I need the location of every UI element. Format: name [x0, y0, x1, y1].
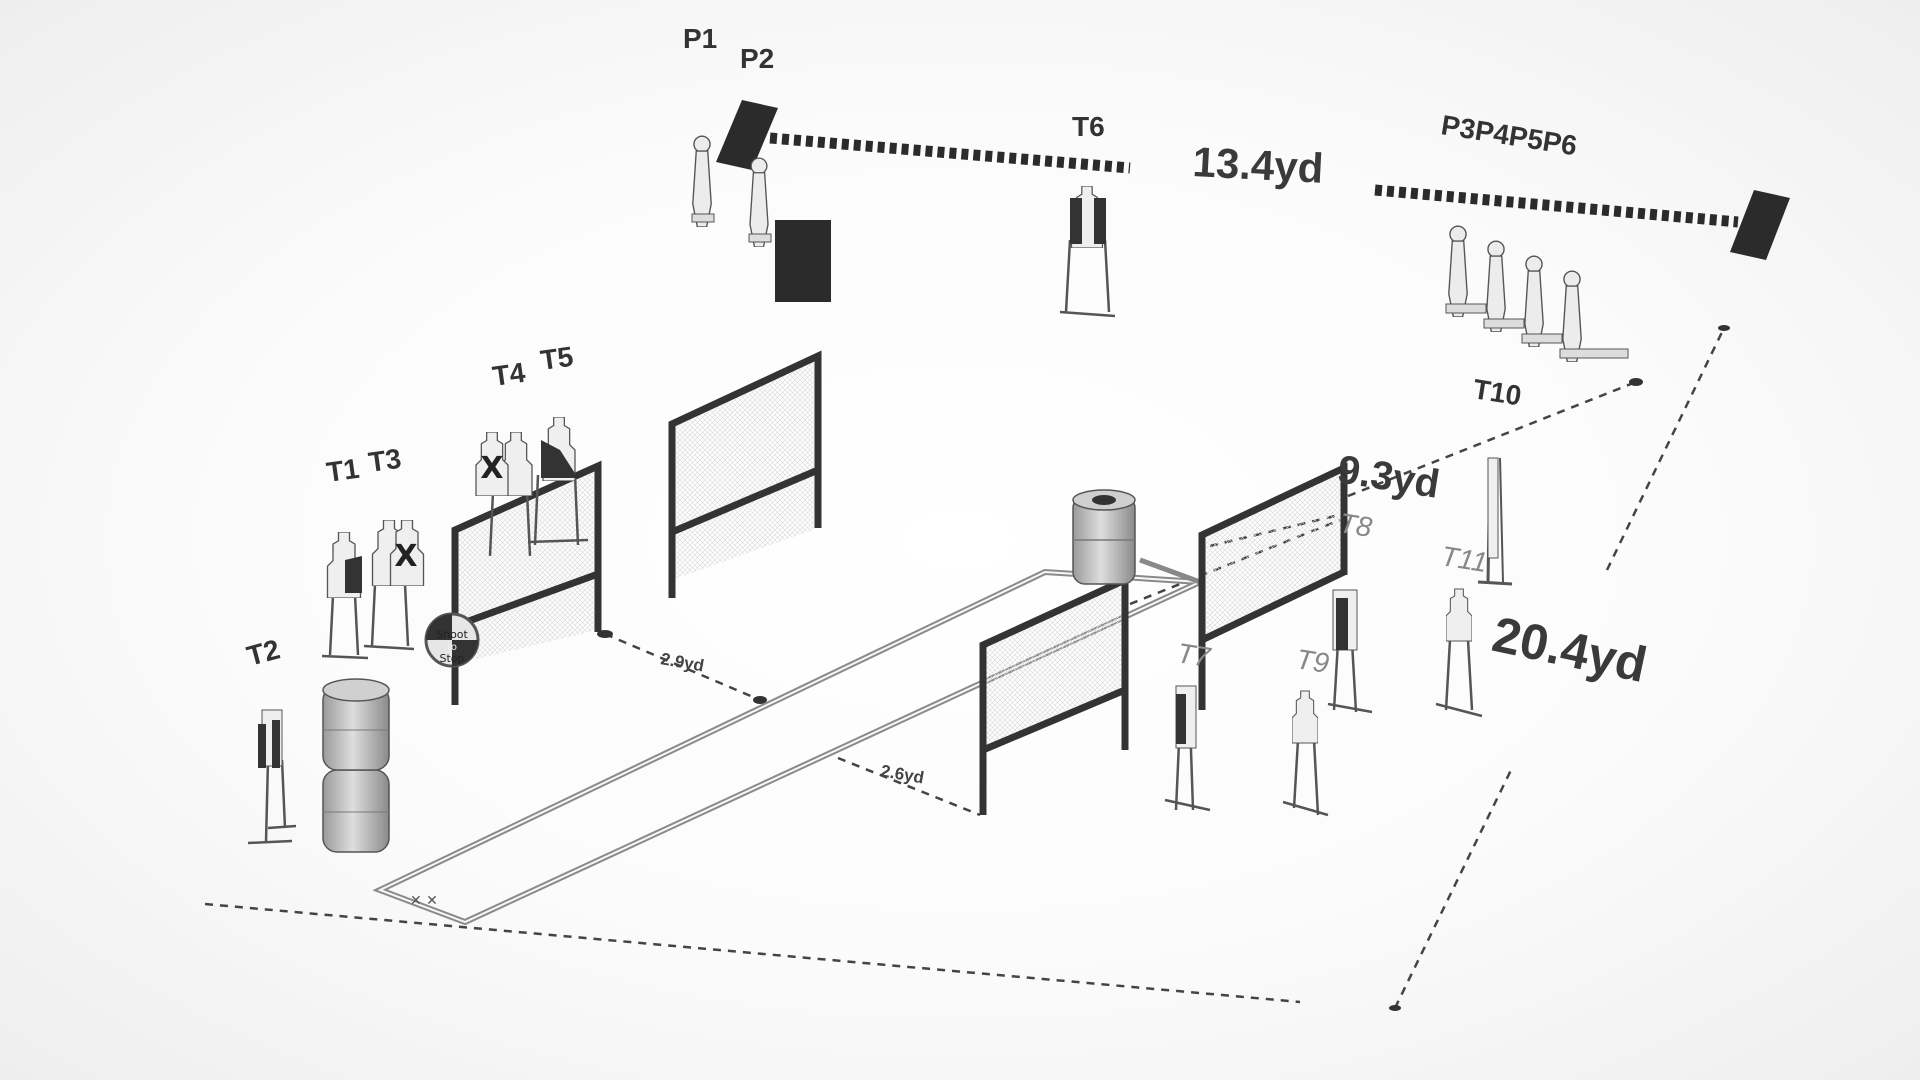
sign-line-3: Stop: [439, 652, 464, 665]
target-t6: [1059, 186, 1116, 318]
target-t10: [1477, 457, 1513, 586]
distance-right-mid: 9.3yd: [1335, 447, 1443, 506]
target-t4: X: [475, 432, 533, 557]
label-t3: T3: [367, 443, 404, 478]
target-t1: [321, 532, 369, 660]
wall-right: [1198, 462, 1348, 710]
target-t5: [527, 417, 589, 546]
no-shoot-x-icon: X: [480, 451, 503, 486]
wall-center-left: [668, 350, 822, 598]
label-t9: T9: [1294, 643, 1331, 679]
start-marks: ✕ ✕: [410, 893, 438, 909]
target-t3: X: [363, 520, 425, 651]
distance-left-small: 2.9yd: [659, 649, 705, 675]
no-shoot-x-icon: X: [394, 539, 417, 574]
hard-cover-panel: [775, 220, 831, 302]
label-t10: T10: [1471, 373, 1524, 411]
label-t1: T1: [325, 453, 362, 488]
popper-p2: [748, 157, 772, 247]
label-p2: P2: [740, 43, 774, 74]
top-fault-line-left: [716, 100, 1131, 174]
label-t4: T4: [491, 357, 528, 392]
shoot-to-stop-sign: Shoot to Stop: [424, 612, 480, 668]
poppers-p3-p6: [1445, 225, 1629, 362]
label-p1: P1: [683, 23, 717, 54]
target-t9: [1282, 690, 1329, 817]
target-t7: [1164, 685, 1211, 812]
sign-line-1: Shoot: [436, 628, 468, 641]
label-t5: T5: [539, 341, 576, 376]
barrel-center: [1072, 489, 1136, 585]
target-t11: [1435, 588, 1483, 718]
label-t8: T8: [1337, 507, 1375, 543]
label-t11: T11: [1439, 540, 1489, 578]
label-t7: T7: [1175, 637, 1214, 673]
target-t2: [247, 709, 297, 845]
target-t8: [1327, 589, 1373, 714]
top-fault-line-right: [1374, 184, 1790, 260]
popper-p1: [691, 135, 715, 227]
label-t2: T2: [244, 633, 284, 671]
label-p3-p6: P3P4P5P6: [1439, 109, 1579, 161]
wall-center-right: [979, 574, 1129, 815]
distance-center-small: 2.6yd: [879, 761, 925, 787]
label-t6: T6: [1072, 111, 1105, 142]
barrels-stack-left: [322, 678, 390, 853]
distance-right-big: 20.4yd: [1488, 606, 1652, 693]
target-labels: P1 P2 T6 P3P4P5P6 T1 T3 T4 T5 T2 T10 T8 …: [244, 23, 1580, 679]
sign-line-2: to: [447, 642, 457, 653]
distance-top: 13.4yd: [1192, 138, 1325, 192]
